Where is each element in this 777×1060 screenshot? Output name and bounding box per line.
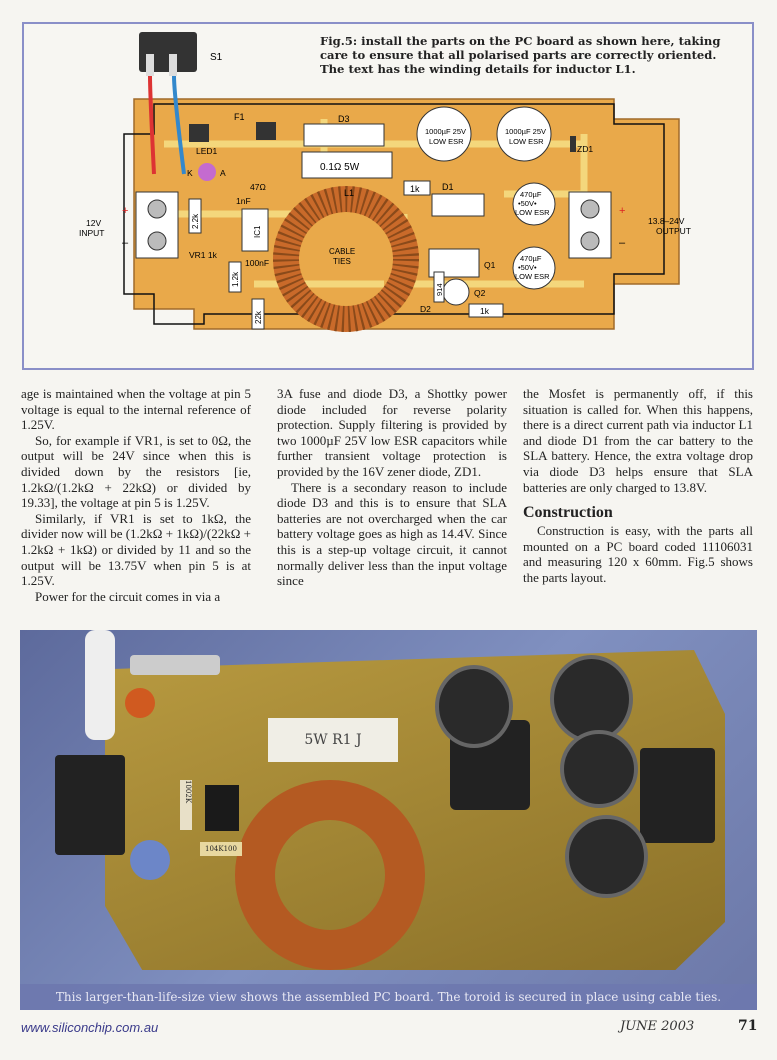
capacitor-470uf-2: 470µF•50V•LOW ESR bbox=[512, 246, 556, 290]
figure-caption: Fig.5: install the parts on the PC board… bbox=[320, 34, 720, 76]
svg-text:1k: 1k bbox=[410, 184, 420, 194]
caption-line: Fig.5: install the parts on the PC board… bbox=[320, 34, 721, 48]
svg-text:12V: 12V bbox=[86, 218, 101, 228]
capacitor-470uf-1: 470µF•50V•LOW ESR bbox=[512, 182, 556, 226]
footer-website-link[interactable]: www.siliconchip.com.au bbox=[21, 1020, 159, 1035]
electrolytic-cap bbox=[560, 730, 638, 808]
paragraph: Similarly, if VR1 is set to 1kΩ, the div… bbox=[21, 510, 251, 589]
wire-red bbox=[148, 75, 156, 175]
terminal-left bbox=[55, 755, 125, 855]
svg-text:LED1: LED1 bbox=[196, 146, 218, 156]
footer-date: JUNE 2003 bbox=[620, 1019, 695, 1034]
svg-text:L1: L1 bbox=[344, 188, 354, 198]
svg-text:LOW ESR: LOW ESR bbox=[509, 137, 544, 146]
wire-blue bbox=[172, 75, 186, 175]
paragraph: the Mosfet is permanently off, if this s… bbox=[523, 386, 753, 495]
svg-text:–: – bbox=[122, 237, 129, 249]
pcb-overlay-diagram: S1 F1 D3 0.1Ω 5W LED1 K A 1000µF 25VLOW … bbox=[79, 32, 691, 332]
svg-text:914: 914 bbox=[435, 283, 444, 296]
trimpot bbox=[130, 840, 170, 880]
svg-text:D1: D1 bbox=[442, 182, 454, 192]
svg-text:470µF: 470µF bbox=[520, 254, 542, 263]
caption-line: The text has the winding details for ind… bbox=[320, 62, 636, 76]
article-column-2: 3A fuse and diode D3, a Shottky power di… bbox=[277, 386, 507, 589]
led bbox=[125, 688, 155, 718]
svg-text:1.2k: 1.2k bbox=[231, 271, 240, 287]
svg-text:LOW ESR: LOW ESR bbox=[515, 272, 550, 281]
svg-text:LOW ESR: LOW ESR bbox=[515, 208, 550, 217]
electrolytic-cap bbox=[565, 815, 648, 898]
power-resistor: 5W R1 J bbox=[268, 718, 398, 762]
svg-text:OUTPUT: OUTPUT bbox=[656, 226, 691, 236]
svg-text:22k: 22k bbox=[254, 310, 263, 324]
paragraph: 3A fuse and diode D3, a Shottky power di… bbox=[277, 386, 507, 479]
pcb-photo: 5W R1 J 104K100 1002K This larger-than-l… bbox=[20, 630, 757, 1010]
paragraph: So, for example if VR1, is set to 0Ω, th… bbox=[21, 432, 251, 511]
svg-text:2.2k: 2.2k bbox=[191, 213, 200, 229]
svg-text:–: – bbox=[619, 237, 626, 249]
svg-text:IC1: IC1 bbox=[253, 225, 262, 238]
svg-text:+: + bbox=[122, 205, 128, 217]
resistor-label: 1002K bbox=[180, 780, 192, 830]
ic-chip bbox=[205, 785, 239, 831]
caption-line: care to ensure that all polarised parts … bbox=[320, 48, 717, 62]
capacitor-label: 104K100 bbox=[200, 842, 242, 856]
article-column-1: age is maintained when the voltage at pi… bbox=[21, 386, 251, 604]
svg-text:100nF: 100nF bbox=[245, 258, 269, 268]
page-number: 71 bbox=[738, 1018, 758, 1034]
svg-text:K: K bbox=[187, 168, 193, 178]
terminal-right bbox=[640, 748, 715, 843]
photo-caption: This larger-than-life-size view shows th… bbox=[20, 984, 757, 1010]
svg-text:Q2: Q2 bbox=[474, 288, 486, 298]
svg-text:+: + bbox=[619, 205, 625, 217]
svg-text:F1: F1 bbox=[234, 112, 245, 122]
svg-text:470µF: 470µF bbox=[520, 190, 542, 199]
svg-text:1nF: 1nF bbox=[236, 196, 251, 206]
svg-text:1000µF 25V: 1000µF 25V bbox=[505, 127, 546, 136]
svg-text:1000µF 25V: 1000µF 25V bbox=[425, 127, 466, 136]
svg-text:1k: 1k bbox=[480, 306, 490, 316]
svg-text:A: A bbox=[220, 168, 226, 178]
paragraph: age is maintained when the voltage at pi… bbox=[21, 386, 251, 433]
fuse bbox=[130, 655, 220, 675]
svg-text:Q1: Q1 bbox=[484, 260, 496, 270]
svg-text:CABLE: CABLE bbox=[329, 247, 355, 256]
svg-text:D3: D3 bbox=[338, 114, 350, 124]
svg-text:TIES: TIES bbox=[333, 257, 351, 266]
enclosure-outline bbox=[123, 103, 665, 325]
toroid bbox=[235, 780, 425, 970]
svg-text:ZD1: ZD1 bbox=[577, 144, 593, 154]
electrolytic-cap bbox=[550, 655, 633, 743]
svg-text:13.8–24V: 13.8–24V bbox=[648, 216, 685, 226]
svg-text:47Ω: 47Ω bbox=[250, 182, 266, 192]
svg-text:S1: S1 bbox=[210, 52, 223, 63]
paragraph: Power for the circuit comes in via a bbox=[35, 588, 221, 604]
svg-text:VR1 1k: VR1 1k bbox=[189, 250, 218, 260]
svg-text:D2: D2 bbox=[420, 304, 431, 314]
article-column-3: the Mosfet is permanently off, if this s… bbox=[523, 386, 753, 586]
svg-text:INPUT: INPUT bbox=[79, 228, 105, 238]
cable bbox=[85, 630, 115, 740]
svg-text:0.1Ω 5W: 0.1Ω 5W bbox=[320, 162, 360, 173]
electrolytic-cap bbox=[435, 665, 513, 748]
svg-text:LOW ESR: LOW ESR bbox=[429, 137, 464, 146]
section-heading: Construction bbox=[523, 504, 613, 522]
paragraph: There is a secondary reason to include d… bbox=[277, 479, 507, 589]
paragraph: Construction is easy, with the parts all… bbox=[523, 523, 753, 585]
svg-text:•50V•: •50V• bbox=[518, 199, 537, 208]
svg-text:•50V•: •50V• bbox=[518, 263, 537, 272]
